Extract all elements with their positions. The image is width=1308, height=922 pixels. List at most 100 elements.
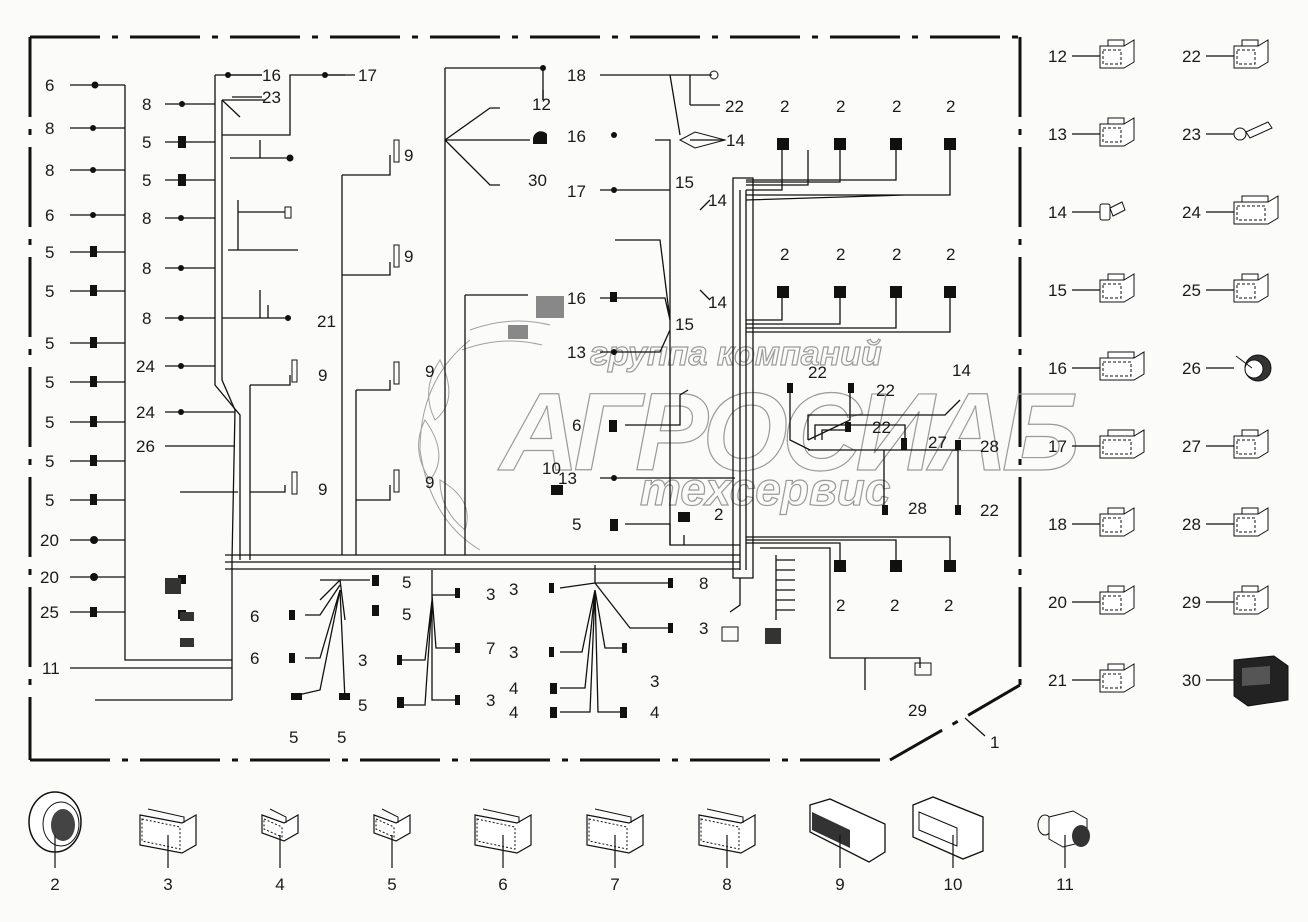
callout-c5o: 5 [358,696,367,715]
connector-1pin-icon [1099,273,1135,303]
callout-c5f: 5 [45,452,54,471]
callout-c27: 27 [928,433,947,452]
callout-c5l: 5 [402,605,411,624]
legend-label: 20 [1048,593,1067,612]
legend-label: 22 [1182,47,1201,66]
connector-4pin-icon [1099,507,1135,537]
callout-c5e: 5 [45,413,54,432]
legend-item-4: 4 [261,808,299,894]
callout-c9a: 9 [404,146,413,165]
legend-item-22: 22 [1182,39,1269,69]
legend-item-6: 6 [474,808,532,894]
legend-item-21: 21 [1048,663,1135,693]
callout-c2a: 2 [780,97,789,116]
callout-c2g: 2 [892,245,901,264]
callout-c9c: 9 [318,366,327,385]
callout-c2e: 2 [780,245,789,264]
legend-item-14: 14 [1048,201,1126,222]
callout-c14d: 14 [952,361,971,380]
module-connector-icon [912,796,984,860]
legend-label: 17 [1048,437,1067,456]
callout-c5a: 5 [45,243,54,262]
large-sealed-connector-icon [1233,655,1289,707]
legend-item-16: 16 [1048,351,1145,381]
watermark-line1: группа компаний [590,335,882,373]
callout-c9f: 9 [425,473,434,492]
connector-4pin-flat-icon [1233,273,1269,303]
legend-item-5: 5 [373,808,411,894]
callout-c18: 18 [567,66,586,85]
callout-c9e: 9 [318,480,327,499]
callout-c5h: 5 [142,133,151,152]
callout-c11: 11 [42,659,60,678]
connector-2pin-latch-icon [1233,39,1269,69]
harness-item-label: 1 [990,733,999,752]
callout-c22a: 22 [725,97,744,116]
callout-c23: 23 [262,88,281,107]
connector-20pin-icon [586,808,644,854]
legend-label: 29 [1182,593,1201,612]
legend-item-11: 11 [1037,810,1090,894]
callout-c6b: 6 [45,206,54,225]
legend-item-8: 8 [698,808,756,894]
legend-label: 24 [1182,203,1201,222]
callout-c28a: 28 [980,437,999,456]
callout-c22d: 22 [872,418,891,437]
sealed-connector-3pin-icon [1099,663,1135,693]
callout-c8c: 8 [142,95,151,114]
circular-connector-icon [28,791,82,853]
connector-6pin-double-icon [1099,117,1135,147]
callout-c12: 12 [532,95,551,114]
legend-item-9: 9 [809,798,886,894]
callout-c2i: 2 [836,596,845,615]
callout-c22c: 22 [876,381,895,400]
legend-label: 18 [1048,515,1067,534]
connector-small-icon [261,808,299,842]
callout-c2f: 2 [836,245,845,264]
legend-label: 16 [1048,359,1067,378]
callout-c14c: 14 [708,293,727,312]
callout-c8b: 8 [45,161,54,180]
callout-c7: 7 [486,639,495,658]
legend-item-24: 24 [1182,195,1279,225]
callout-c5c: 5 [45,334,54,353]
callout-c5n: 5 [337,728,346,747]
callout-c15a: 15 [675,173,694,192]
legend-label: 10 [944,875,963,894]
legend-item-13: 13 [1048,117,1135,147]
legend-label: 30 [1182,671,1201,690]
connector-6pin-icon [1099,39,1135,69]
callout-c9b: 9 [404,247,413,266]
callout-c16b: 16 [567,127,586,146]
legend-label: 23 [1182,125,1201,144]
legend-label: 11 [1056,875,1074,894]
legend-label: 12 [1048,47,1067,66]
callout-c3g: 3 [650,672,659,691]
callout-c22e: 22 [980,501,999,520]
legend-item-23: 23 [1182,121,1273,144]
connector-2-row1 [678,138,956,572]
callout-c8e: 8 [142,259,151,278]
callout-c3b: 3 [358,651,367,670]
connector-8pin-b-icon [1099,429,1145,459]
callout-c22b: 22 [808,363,827,382]
callout-c4c: 4 [650,703,659,722]
legend-label: 13 [1048,125,1067,144]
callout-c25: 25 [40,603,59,622]
callout-c5g: 5 [45,491,54,510]
callout-c26: 26 [136,437,155,456]
callout-c2d: 2 [946,97,955,116]
legend-label: 3 [163,875,172,894]
watermark: группа компаний АГРОСИАБ техсервис [418,320,1082,551]
legend-item-26: 26 [1182,354,1272,382]
callout-c2j: 2 [890,596,899,615]
callout-c8d: 8 [142,209,151,228]
callout-c14a: 14 [726,131,745,150]
callout-c13b: 13 [558,469,577,488]
callout-c5m: 5 [289,728,298,747]
callout-c2c: 2 [892,97,901,116]
legend-label: 5 [387,875,396,894]
callout-c5i: 5 [142,171,151,190]
